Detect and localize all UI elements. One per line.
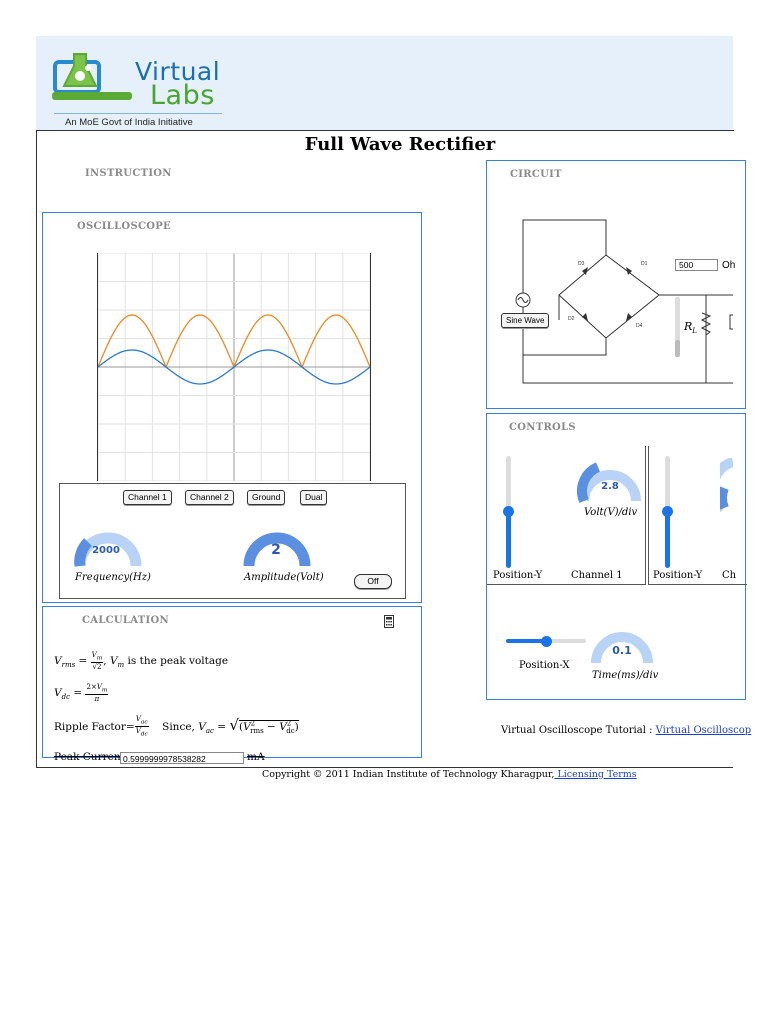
time-div-value: 0.1 xyxy=(612,644,632,657)
instruction-tab[interactable]: INSTRUCTION xyxy=(85,168,172,179)
volt-div-knob[interactable] xyxy=(576,455,644,511)
resistance-input[interactable]: 500 xyxy=(675,259,718,271)
svg-text:D2: D2 xyxy=(568,316,575,322)
oscilloscope-graph xyxy=(97,252,371,482)
channel-2-button[interactable]: Channel 2 xyxy=(185,490,234,505)
peak-current-field[interactable]: 0.5999999978538282 xyxy=(120,752,244,764)
dual-button[interactable]: Dual xyxy=(300,490,328,505)
calculation-heading: CALCULATION xyxy=(82,615,169,626)
channel-1-controls xyxy=(487,446,646,585)
ch1-position-y-label: Position-Y xyxy=(493,570,543,581)
content-frame-bottom xyxy=(36,767,733,768)
flask-laptop-icon xyxy=(52,53,132,100)
logo-text-virtual: Virtual xyxy=(135,57,221,86)
circuit-heading: CIRCUIT xyxy=(510,169,562,180)
vrms-description: is the peak voltage xyxy=(124,655,229,668)
resistance-unit: Oh xyxy=(722,260,736,271)
circuit-diagram: D3 D1 D2 D4 xyxy=(515,219,733,384)
ch1-position-y-thumb[interactable] xyxy=(503,506,514,517)
logo-tagline: An MoE Govt of India Initiative xyxy=(65,117,193,128)
peak-current-unit: mA xyxy=(247,751,265,763)
ripple-factor-label: Ripple Factor= xyxy=(54,720,135,733)
oscilloscope-heading: OSCILLOSCOPE xyxy=(77,221,171,232)
calculation-panel xyxy=(42,606,422,758)
ch2-position-y-label: Position-Y xyxy=(653,570,703,581)
channel-1-button[interactable]: Channel 1 xyxy=(123,490,172,505)
licensing-terms-link[interactable]: Licensing Terms xyxy=(554,769,637,780)
amplitude-value: 2 xyxy=(271,542,281,558)
time-div-knob[interactable] xyxy=(588,617,656,673)
ground-button[interactable]: Ground xyxy=(247,490,286,505)
virtual-labs-logo[interactable]: Virtual Labs An MoE Govt of India Initia… xyxy=(52,44,232,130)
circuit-panel xyxy=(486,160,746,409)
resistor-icon xyxy=(700,312,712,336)
peak-current-label: Peak Current: xyxy=(54,751,129,763)
channel-2-controls xyxy=(648,446,747,585)
load-resistor-label: RL xyxy=(684,320,697,336)
volt-div-label: Volt(V)/div xyxy=(584,507,638,518)
svg-text:D3: D3 xyxy=(578,261,585,267)
logo-divider xyxy=(54,113,222,114)
sine-wave-button[interactable]: Sine Wave xyxy=(501,313,550,328)
volt-div-value: 2.8 xyxy=(601,481,619,492)
vrms-formula: Vrms = Vm√2, Vm is the peak voltage xyxy=(54,651,229,672)
controls-heading: CONTROLS xyxy=(509,422,576,433)
diode-icons xyxy=(582,267,632,321)
amplitude-knob[interactable] xyxy=(241,518,313,574)
page-title: Full Wave Rectifier xyxy=(304,134,496,155)
power-off-button[interactable]: Off xyxy=(354,574,392,589)
ch1-channel-label: Channel 1 xyxy=(571,570,623,581)
time-div-label: Time(ms)/div xyxy=(592,670,659,681)
position-x-thumb[interactable] xyxy=(541,636,552,647)
oscilloscope-screen xyxy=(97,252,371,482)
amplitude-label: Amplitude(Volt) xyxy=(244,572,324,583)
svg-text:D4: D4 xyxy=(636,323,643,329)
svg-text:D1: D1 xyxy=(641,261,648,267)
ch2-channel-label: Ch xyxy=(722,570,737,581)
tutorial-label: Virtual Oscilloscope Tutorial : xyxy=(501,725,656,736)
copyright-text: Copyright © 2011 Indian Institute of Tec… xyxy=(262,769,555,780)
since-label: Since, xyxy=(162,720,195,733)
input-trace xyxy=(97,349,371,385)
controls-panel xyxy=(486,413,746,700)
position-x-label: Position-X xyxy=(519,660,570,671)
content-frame xyxy=(36,130,734,767)
frequency-knob[interactable] xyxy=(72,518,144,574)
calculator-icon[interactable] xyxy=(384,615,394,628)
tutorial-link[interactable]: Virtual Oscilloscop xyxy=(655,725,752,736)
frequency-label: Frequency(Hz) xyxy=(75,572,151,583)
footer: Copyright © 2011 Indian Institute of Tec… xyxy=(262,769,637,780)
ch2-volt-div-knob[interactable] xyxy=(720,458,733,514)
logo-text-labs: Labs xyxy=(150,80,215,111)
ch2-position-y-thumb[interactable] xyxy=(662,506,673,517)
tutorial-line: Virtual Oscilloscope Tutorial : Virtual … xyxy=(501,725,751,736)
header-banner xyxy=(36,36,733,130)
frequency-value: 2000 xyxy=(92,545,120,556)
